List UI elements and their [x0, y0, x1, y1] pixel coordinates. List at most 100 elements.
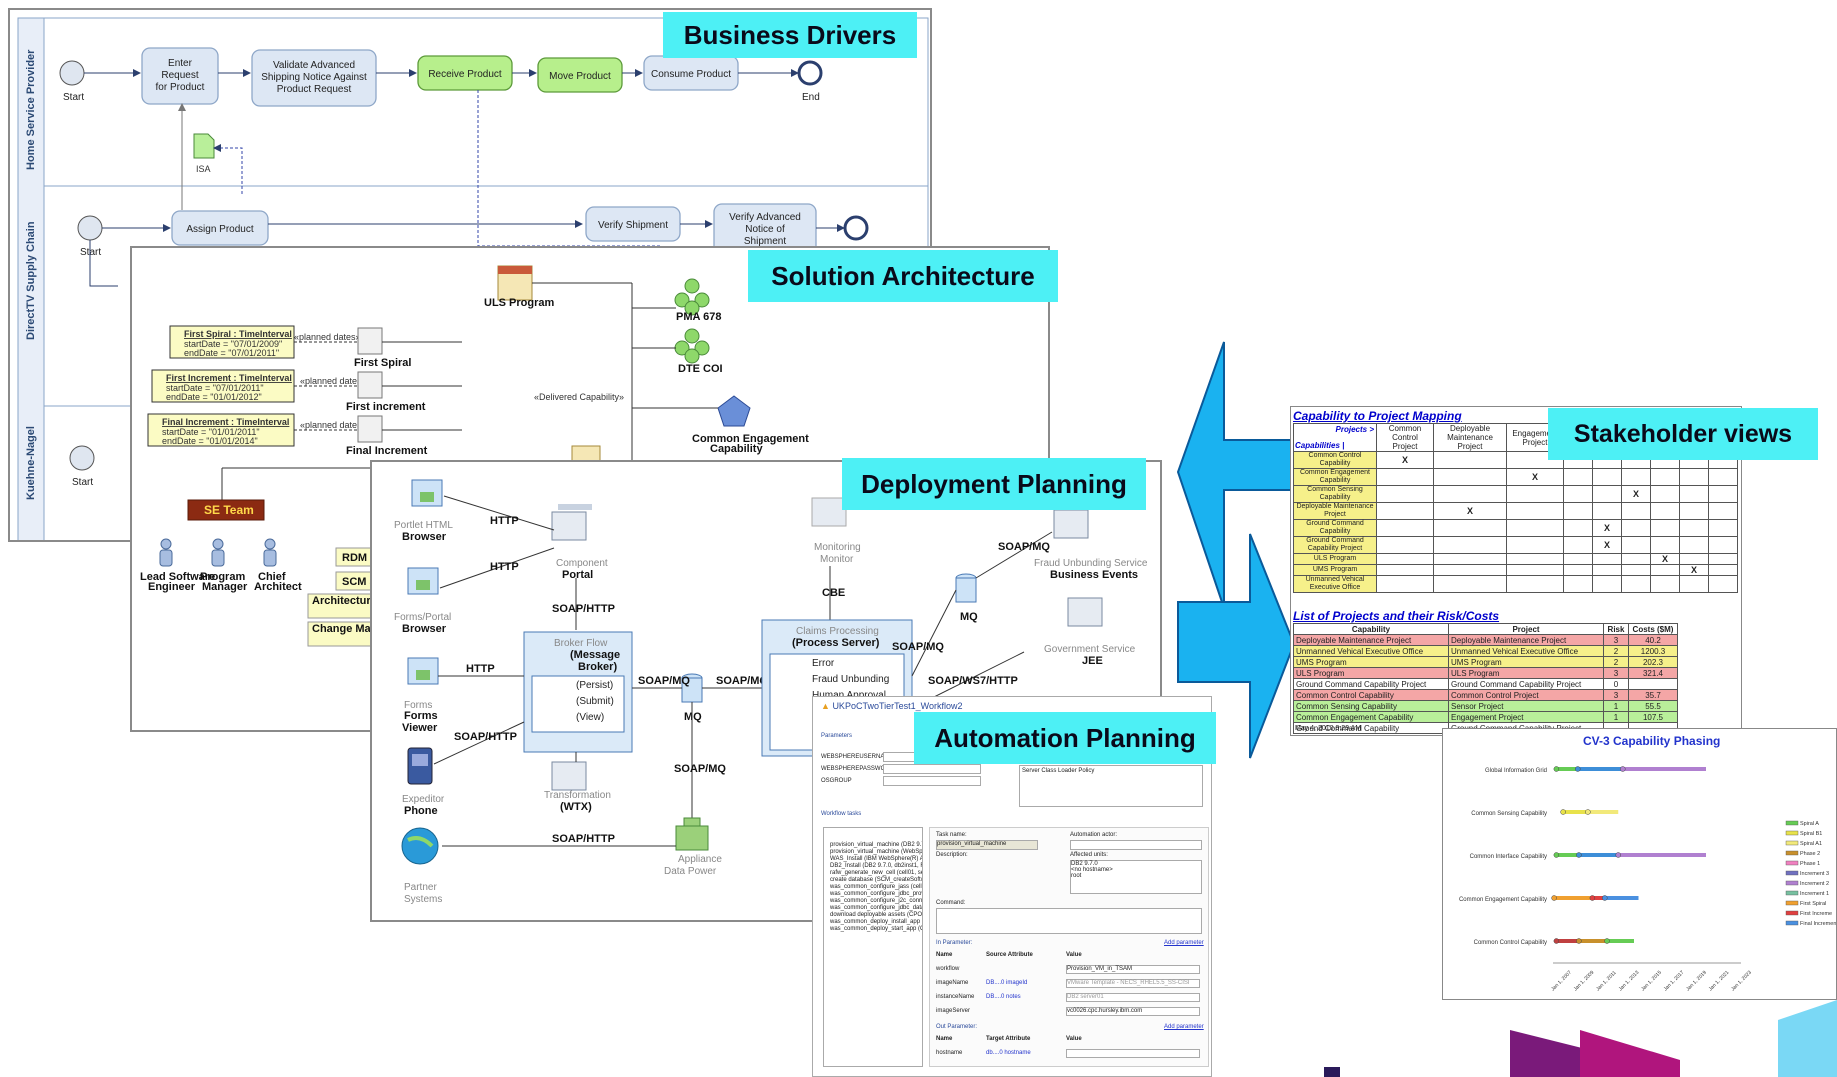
matrix-cell — [1433, 468, 1507, 486]
task-validate-shipping[interactable]: Validate Advanced Shipping Notice Agains… — [251, 49, 377, 107]
legend-swatch — [1785, 840, 1799, 846]
task-item[interactable]: rafw_generate_new_cell (cell01, serv — [830, 870, 923, 876]
category-label: Common Engagement Capability — [1459, 897, 1547, 903]
matrix-cell — [1708, 536, 1738, 554]
task-item[interactable]: WAS_Install (IBM WebSphere(R) App — [830, 856, 923, 862]
column-header: Common Control Project — [1376, 423, 1434, 452]
add-parameter-link[interactable]: Add parameter — [1164, 1024, 1204, 1030]
svg-text:endDate = "07/01/2011": endDate = "07/01/2011" — [184, 348, 279, 358]
matrix-cell — [1563, 553, 1593, 565]
legend-label: Increment 3 — [1800, 871, 1829, 877]
spiral-interval-3[interactable]: Final Increment : TimeInterval startDate… — [147, 413, 295, 447]
node-label: Broker Flow — [554, 638, 608, 649]
dte-label: DTE COI — [678, 363, 723, 375]
spiral-interval-2[interactable]: First Increment : TimeInterval startDate… — [151, 369, 295, 403]
task-list[interactable]: provision_virtual_machine (DB2 9.7.0 pro… — [823, 827, 923, 1067]
task-item[interactable]: was_common_configure_jass (cell1_c — [830, 884, 923, 890]
role-label: Architect — [254, 581, 302, 593]
program-label: ULS Program — [484, 297, 555, 309]
param-input[interactable] — [883, 764, 981, 774]
legend-swatch — [1785, 900, 1799, 906]
risk-cell: 321.4 — [1628, 667, 1678, 679]
se-team-node[interactable] — [187, 499, 265, 521]
task-assign-product[interactable]: Assign Product — [171, 210, 269, 246]
matrix-cell: X — [1592, 536, 1622, 554]
matrix-cell — [1708, 553, 1738, 565]
risk-cell: 0 — [1603, 678, 1629, 690]
param-label: OSGROUP — [821, 778, 852, 784]
task-verify-notice[interactable]: Verify Advanced Notice of Shipment — [713, 203, 817, 255]
task-item[interactable]: provision_virtual_machine (WebSphe — [830, 849, 923, 855]
param-input[interactable] — [883, 776, 981, 786]
task-item[interactable]: provision_virtual_machine (DB2 9.7.0 — [830, 842, 923, 848]
risk-cell: Common Control Capability — [1293, 689, 1449, 701]
node-label: Data Power — [664, 866, 717, 877]
task-item[interactable]: create database (SCM_createSoftwa — [830, 877, 923, 883]
callout-stakeholder-views: Stakeholder views — [1548, 408, 1818, 460]
server-icon — [1067, 597, 1103, 627]
deployment-planning-panel: Portlet HTML Browser Forms/Portal Browse… — [370, 460, 1162, 922]
task-receive-product[interactable]: Receive Product — [417, 55, 513, 91]
svg-text:Request: Request — [161, 70, 198, 81]
phase-bar — [1556, 853, 1579, 857]
node-label: Forms/Portal — [394, 612, 451, 623]
task-item[interactable]: was_common_configure_jdbc_datas — [830, 905, 923, 911]
add-parameter-link[interactable]: Add parameter — [1164, 940, 1204, 946]
matrix-cell — [1708, 485, 1738, 503]
task-item[interactable]: DB2_Install (DB2 9.7.0, db2inst1, Re — [830, 863, 923, 869]
task-consume-product[interactable]: Consume Product — [643, 55, 739, 91]
start-label: Start — [80, 247, 101, 258]
actor-select[interactable] — [1070, 840, 1202, 850]
matrix-cell — [1708, 519, 1738, 537]
matrix-cell — [1650, 519, 1680, 537]
task-name-input[interactable]: provision_virtual_machine — [936, 840, 1038, 850]
task-item[interactable]: was_common_configure_jdbc_provid — [830, 891, 923, 897]
legend-label: Final Increment — [1800, 921, 1837, 927]
node-label: Systems — [404, 894, 442, 905]
command-field[interactable] — [936, 908, 1202, 934]
phase-marker — [1551, 895, 1557, 901]
matrix-cell — [1433, 575, 1507, 593]
phase-bar — [1577, 767, 1623, 771]
role-label: Chief — [258, 571, 286, 583]
matrix-cell — [1621, 502, 1651, 520]
left-arrow-icon — [1176, 341, 1295, 609]
risk-cell: Ground Command Capability Project — [1448, 678, 1604, 690]
task-item[interactable]: download deployable assets (CPOCAF — [830, 912, 923, 918]
people-icon — [159, 538, 277, 567]
workflow-icon: ▲ — [821, 701, 830, 711]
spiral-interval-1[interactable]: First Spiral : TimeInterval startDate = … — [169, 325, 295, 359]
se-team-label: SE Team — [204, 503, 254, 517]
legend-swatch — [1785, 860, 1799, 866]
svg-text:Product Request: Product Request — [277, 84, 352, 95]
protocol-label: HTTP — [466, 663, 495, 675]
task-verify-shipment[interactable]: Verify Shipment — [585, 206, 681, 242]
risk-cell: Deployable Maintenance Project — [1448, 634, 1604, 646]
task-item[interactable]: was_common_deploy_install_app (CP — [830, 919, 923, 925]
out-parameter-label: Out Parameter: — [936, 1024, 978, 1030]
task-enter-request[interactable]: Enter Request for Product — [141, 47, 219, 105]
svg-text:Final Increment : TimeInterval: Final Increment : TimeInterval — [162, 417, 289, 427]
document-icon — [193, 133, 215, 159]
param-label: WEBSPHEREPASSWORD — [821, 766, 894, 772]
legend-swatch — [1785, 870, 1799, 876]
phase-bar — [1607, 939, 1634, 943]
node-label: Forms — [404, 710, 438, 722]
task-item[interactable]: was_common_deploy_start_app (CPO — [830, 926, 923, 932]
affected-units[interactable]: DB2 9.7.0<no hostname>root — [1070, 860, 1202, 894]
matrix-cell — [1376, 468, 1434, 486]
matrix-cell — [1708, 468, 1738, 486]
task-item[interactable]: was_common_configure_j2c_conn_fa — [830, 898, 923, 904]
phase-marker — [1560, 809, 1566, 815]
task-move-product[interactable]: Move Product — [537, 57, 623, 93]
legend-swatch — [1785, 850, 1799, 856]
matrix-cell — [1592, 502, 1622, 520]
node-label: Business Events — [1050, 569, 1138, 581]
legend-label: First Spiral — [1800, 901, 1826, 907]
